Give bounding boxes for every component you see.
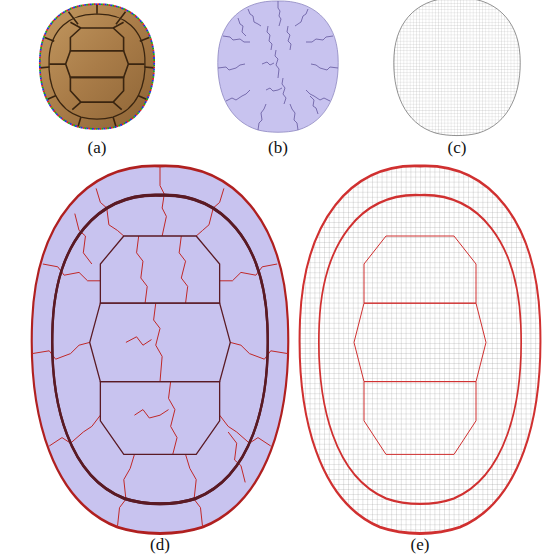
panel-label: (e) <box>411 535 430 555</box>
quad-mesh <box>394 0 520 136</box>
shell-photo <box>40 4 154 129</box>
panel-label: (d) <box>150 535 170 555</box>
panel-label: (c) <box>448 138 467 158</box>
panel-label: (b) <box>268 138 288 158</box>
partition-detail <box>32 166 289 534</box>
quad-mesh-detail <box>300 166 541 534</box>
partition <box>218 1 338 132</box>
panel-label: (a) <box>88 138 107 158</box>
